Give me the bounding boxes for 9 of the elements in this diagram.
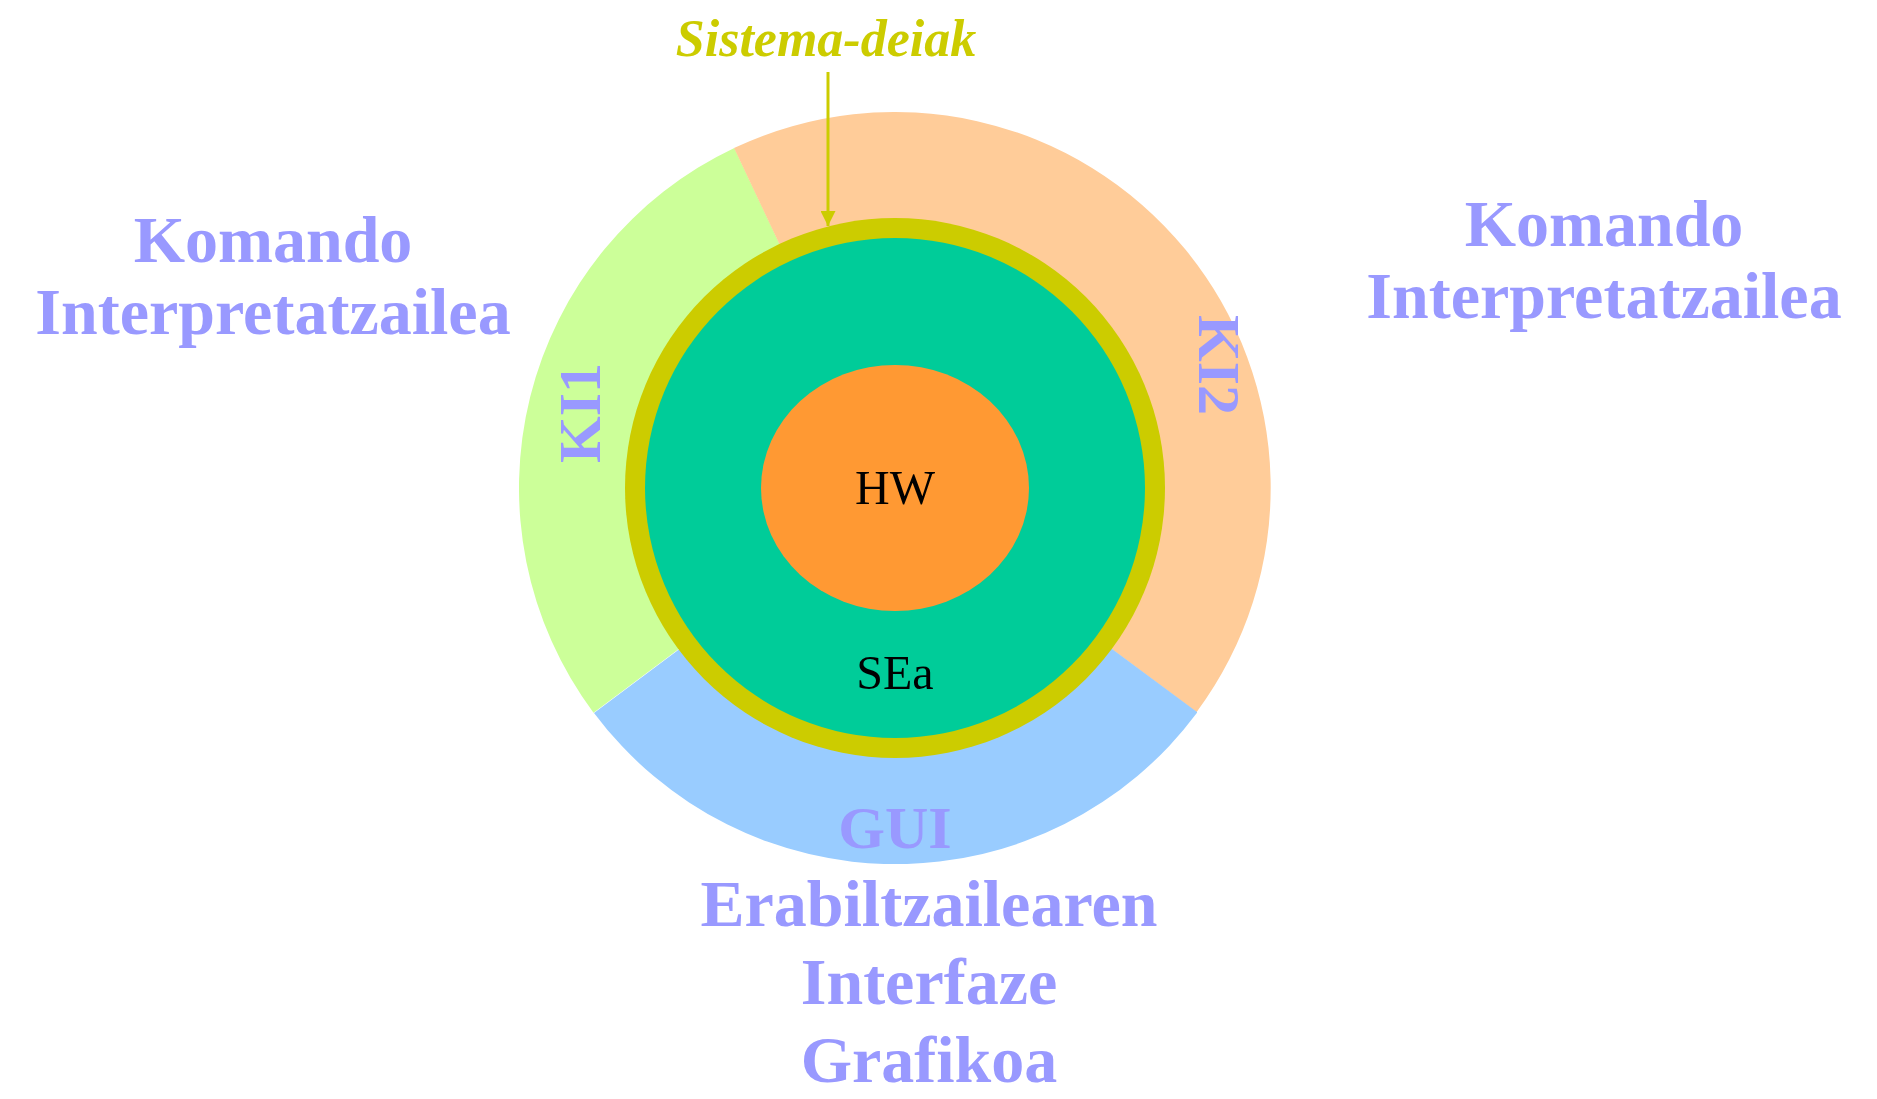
layer-description: Komando Interpretatzailea	[34, 204, 512, 348]
layer-description: Erabiltzailearen Interfaze Grafikoa	[699, 866, 1159, 1098]
layer-label: SEa	[856, 649, 934, 697]
callout-text: Sistema-deiak	[675, 8, 977, 70]
sector-label: KI1	[550, 362, 610, 463]
layer-description: Komando Interpretatzailea	[1365, 188, 1843, 332]
leader-line	[820, 72, 836, 226]
sector-label: KI2	[1189, 314, 1249, 415]
layer-label: HW	[855, 464, 935, 512]
